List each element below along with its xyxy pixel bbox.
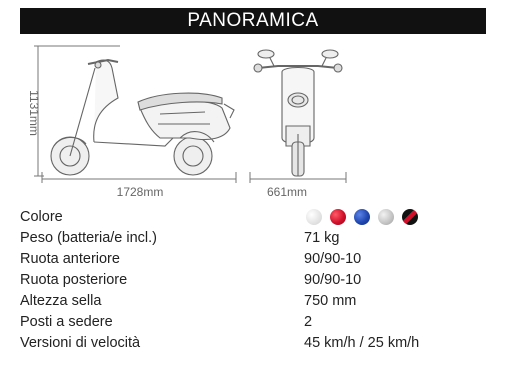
spec-row-versioni: Versioni di velocità 45 km/h / 25 km/h: [20, 332, 490, 353]
spec-label: Ruota anteriore: [20, 250, 120, 267]
spec-label: Versioni di velocità: [20, 334, 141, 351]
length-dimension: 1728mm: [41, 172, 237, 199]
color-swatch-red[interactable]: [330, 208, 346, 225]
spec-value: 71 kg: [304, 229, 340, 246]
spec-value: 90/90-10: [304, 271, 362, 288]
spec-row-posti: Posti a sedere 2: [20, 311, 490, 332]
spec-row-peso: Peso (batteria/e incl.) 71 kg: [20, 227, 490, 248]
spec-row-colore: Colore: [20, 206, 490, 227]
color-swatch-black-red[interactable]: [402, 208, 418, 225]
spec-value: 2: [304, 313, 313, 330]
spec-value: 750 mm: [304, 292, 357, 309]
spec-row-ruota-anteriore: Ruota anteriore 90/90-10: [20, 248, 490, 269]
spec-label: Colore: [20, 208, 63, 225]
spec-value: 45 km/h / 25 km/h: [304, 334, 420, 351]
height-label: 1131mm: [27, 90, 41, 136]
spec-row-ruota-posteriore: Ruota posteriore 90/90-10: [20, 269, 490, 290]
color-swatch-blue[interactable]: [354, 208, 370, 225]
section-title: PANORAMICA: [187, 10, 319, 31]
scooter-front-view: [253, 49, 343, 177]
height-dimension: 1131mm: [27, 45, 120, 177]
spec-label: Peso (batteria/e incl.): [20, 229, 158, 246]
spec-row-altezza-sella: Altezza sella 750 mm: [20, 290, 490, 311]
specs-table: Colore Peso (batteria/e incl.) 71 kg Ruo…: [20, 206, 490, 353]
spec-label: Ruota posteriore: [20, 271, 128, 288]
color-swatch-white[interactable]: [306, 208, 322, 225]
scooter-dimensions-drawing: 1131mm 1728mm 661mm: [27, 45, 347, 199]
color-swatches: [306, 208, 490, 225]
spec-label: Altezza sella: [20, 292, 102, 309]
section-header: PANORAMICA: [20, 8, 486, 34]
width-label: 661mm: [267, 185, 307, 199]
color-swatch-silver[interactable]: [378, 208, 394, 225]
spec-label: Posti a sedere: [20, 313, 113, 330]
scooter-side-view: [50, 58, 235, 176]
spec-value: 90/90-10: [304, 250, 362, 267]
width-dimension: 661mm: [249, 172, 347, 199]
length-label: 1728mm: [117, 185, 164, 199]
